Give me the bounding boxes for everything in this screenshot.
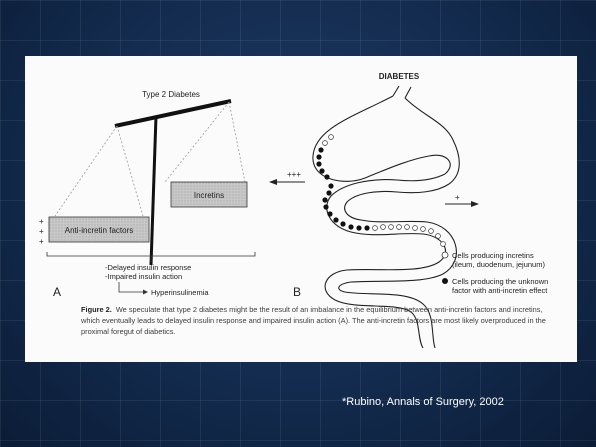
- legend-filled-circle-icon: [442, 278, 448, 284]
- left-arrow-label: +++: [287, 170, 301, 179]
- outcome-line-2: -Impaired insulin action: [105, 272, 182, 281]
- right-arrow-label: +: [455, 193, 460, 202]
- legend-incretin-line-2: (ileum, duodenum, jejunum): [452, 260, 545, 269]
- diabetes-title: DIABETES: [379, 72, 420, 81]
- legend-open-circle-icon: [442, 252, 448, 258]
- caption-label: Figure 2.: [81, 305, 112, 314]
- scale-post: [151, 116, 156, 265]
- incretins-label: Incretins: [194, 191, 224, 200]
- plus-sign: +: [39, 237, 44, 246]
- legend-anti-incretin-line-2: factor with anti-incretin effect: [452, 286, 548, 295]
- result-label: Hyperinsulinemia: [151, 288, 209, 297]
- legend-incretin-line-1: Cells producing incretins: [452, 251, 534, 260]
- result-arrow: [119, 282, 143, 292]
- scale-title: Type 2 Diabetes: [142, 90, 200, 99]
- citation: *Rubino, Annals of Surgery, 2002: [342, 396, 504, 408]
- panel-a-label: A: [53, 285, 61, 299]
- plus-sign: +: [39, 217, 44, 226]
- incretin-cells: [323, 135, 446, 247]
- figure-caption: Figure 2.We speculate that type 2 diabet…: [81, 304, 551, 337]
- outcome-line-1: -Delayed insulin response: [105, 263, 191, 272]
- figure-panel: Type 2 Diabetes Incretins Anti-incre: [25, 56, 577, 362]
- scale-beam: [115, 101, 231, 126]
- left-pan-strings: [55, 126, 143, 216]
- caption-text: We speculate that type 2 diabetes might …: [81, 305, 546, 336]
- legend-anti-incretin-line-1: Cells producing the unknown: [452, 277, 548, 286]
- anti-incretin-cells: [316, 147, 369, 230]
- panel-b-label: B: [293, 285, 301, 299]
- plus-sign: +: [39, 227, 44, 236]
- anti-incretin-label: Anti-incretin factors: [65, 226, 133, 235]
